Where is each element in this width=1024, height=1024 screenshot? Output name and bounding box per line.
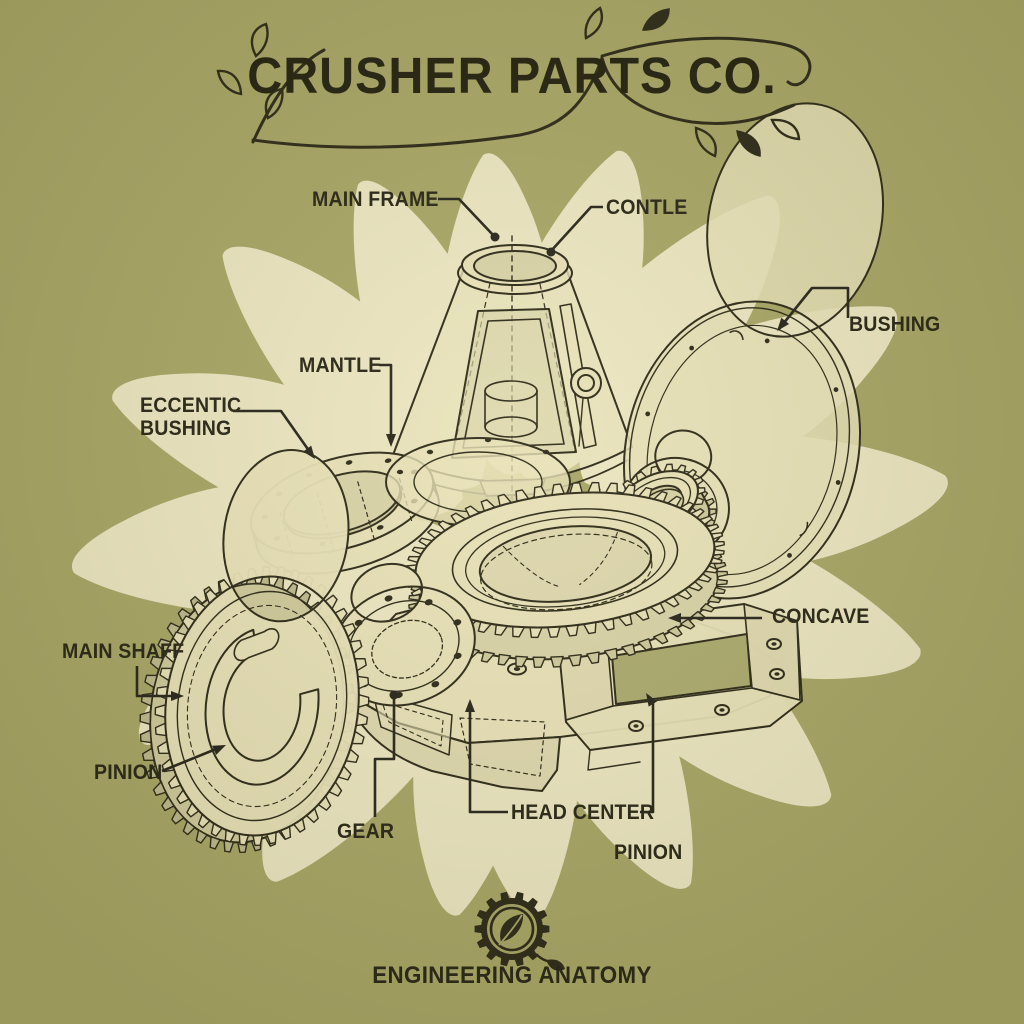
mantle-leader (379, 363, 393, 441)
label-eccentic-bushing: ECCENTIC BUSHING (140, 394, 242, 440)
vine-branch-icon (216, 6, 812, 158)
pinion-left-leader (161, 745, 222, 773)
main-shaff-leader (135, 666, 177, 698)
label-main-shaff: MAIN SHAFF (62, 640, 185, 663)
label-head-center: HEAD CENTER (511, 801, 655, 824)
label-pinion-right: PINION (614, 841, 683, 864)
eccentic-bushing-leader (233, 409, 314, 456)
vine-leaf-icon (216, 6, 801, 158)
poster-title: CRUSHER PARTS CO. (247, 47, 777, 104)
footer-title: ENGINEERING ANATOMY (372, 962, 652, 989)
label-pinion-left: PINION (94, 761, 163, 784)
contle-leader (550, 205, 603, 252)
main-shaft-part (204, 628, 320, 786)
leader-arrowheads (171, 232, 790, 755)
gear-ring-part (405, 481, 729, 668)
bushing-leader (777, 286, 850, 330)
gear-leader (373, 698, 396, 817)
head-center-leader (468, 705, 508, 814)
label-main-frame: MAIN FRAME (312, 188, 439, 211)
gear-leaf-logo-icon (474, 891, 565, 971)
main-frame-part (392, 235, 633, 501)
label-gear: GEAR (337, 820, 395, 843)
main-frame-leader (438, 197, 495, 237)
gear-hub-part (332, 562, 476, 707)
label-mantle: MANTLE (299, 354, 382, 377)
main-gear-part (139, 449, 370, 854)
label-contle: CONTLE (606, 196, 688, 219)
label-bushing: BUSHING (849, 313, 941, 336)
label-concave: CONCAVE (772, 605, 870, 628)
